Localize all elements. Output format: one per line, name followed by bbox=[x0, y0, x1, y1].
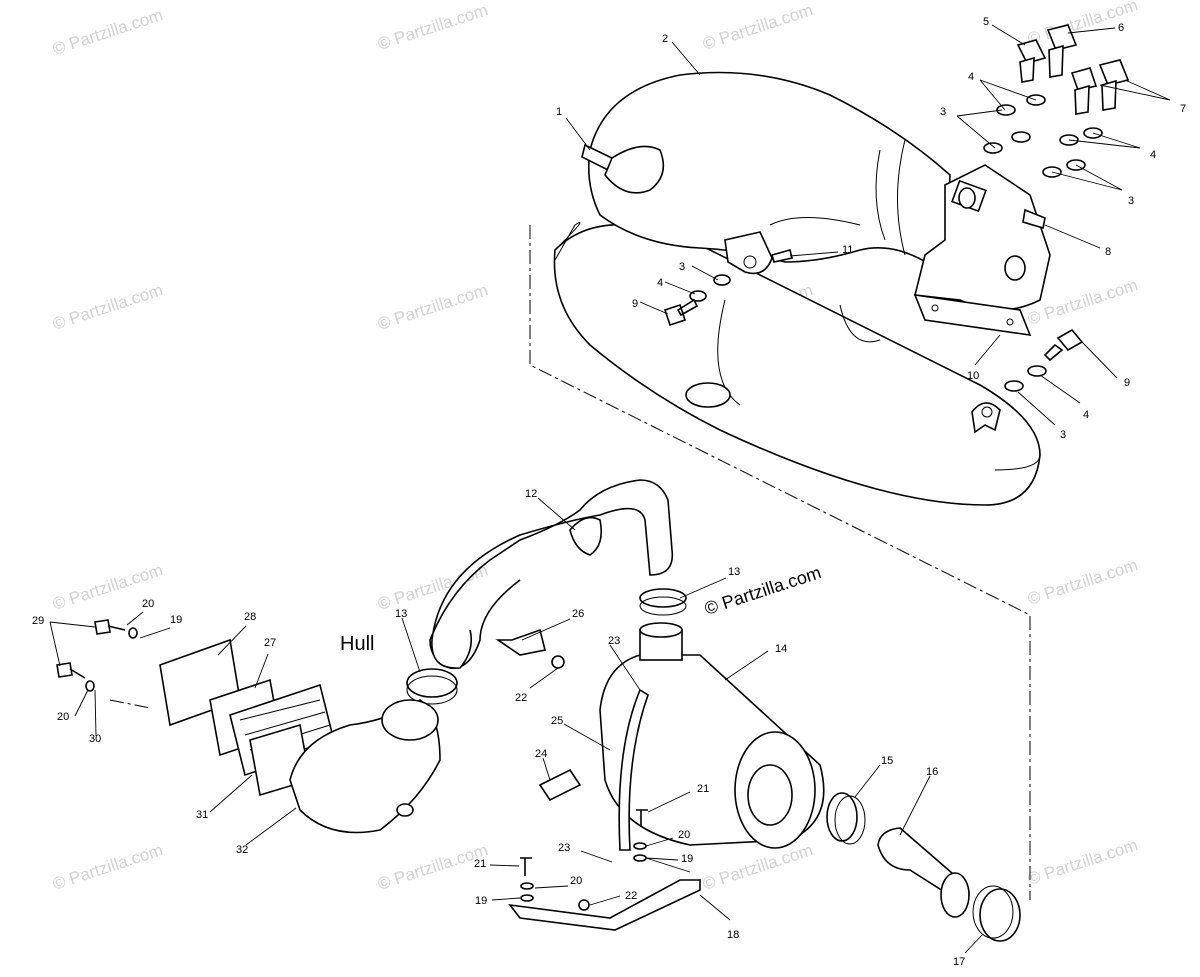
watermark: © Partzilla.com bbox=[700, 840, 815, 893]
exhaust-pipe-body bbox=[587, 71, 951, 277]
callout-1: 1 bbox=[556, 106, 562, 118]
outlet-clamp-17 bbox=[972, 885, 1021, 942]
callout-20: 20 bbox=[570, 875, 582, 887]
callout-4: 4 bbox=[968, 71, 974, 83]
pin-8 bbox=[1022, 208, 1046, 230]
fitting-11 bbox=[771, 249, 793, 263]
assembly-reference-lines bbox=[109, 225, 1031, 900]
callout-21: 21 bbox=[474, 858, 486, 870]
hose-bracket-26 bbox=[495, 628, 546, 656]
hose-clamp-13a bbox=[406, 668, 458, 705]
callout-27: 27 bbox=[264, 637, 276, 649]
callout-16: 16 bbox=[926, 766, 938, 778]
watermark: © Partzilla.com bbox=[1025, 555, 1140, 608]
bolt-9-right bbox=[1043, 328, 1084, 362]
screw-21-upper bbox=[636, 809, 648, 826]
hull-fitting-assembly bbox=[56, 619, 441, 834]
callout-29: 29 bbox=[32, 615, 44, 627]
callout-22: 22 bbox=[625, 890, 637, 902]
callout-9: 9 bbox=[1124, 377, 1130, 389]
callout-25: 25 bbox=[551, 715, 563, 727]
callout-10: 10 bbox=[967, 370, 979, 382]
hull-label: Hull bbox=[340, 633, 374, 655]
outlet-clamp-15 bbox=[826, 792, 866, 845]
watermark: © Partzilla.com bbox=[50, 840, 165, 893]
watermark: © Partzilla.com bbox=[50, 280, 165, 333]
callout-32: 32 bbox=[236, 844, 248, 856]
grommet-22 bbox=[551, 655, 565, 669]
callout-9: 9 bbox=[632, 298, 638, 310]
callout-26: 26 bbox=[572, 608, 584, 620]
callout-22: 22 bbox=[515, 692, 527, 704]
callout-14: 14 bbox=[775, 643, 787, 655]
callout-3: 3 bbox=[940, 106, 946, 118]
callout-19: 19 bbox=[681, 853, 693, 865]
callout-20: 20 bbox=[142, 598, 154, 610]
watermark: © Partzilla.com bbox=[700, 0, 815, 53]
callout-31: 31 bbox=[196, 809, 208, 821]
callout-4: 4 bbox=[657, 277, 663, 289]
callout-23: 23 bbox=[558, 842, 570, 854]
muffler-strap bbox=[618, 688, 649, 851]
bolt-5 bbox=[1016, 39, 1047, 83]
callout-19: 19 bbox=[170, 614, 182, 626]
callout-11: 11 bbox=[842, 244, 853, 256]
leader-lines bbox=[49, 24, 1171, 954]
callout-30: 30 bbox=[89, 733, 101, 745]
exhaust-pipe-assembly bbox=[553, 24, 1130, 506]
callout-15: 15 bbox=[881, 755, 893, 767]
callout-7: 7 bbox=[1180, 103, 1186, 115]
pipe-mount-bracket bbox=[724, 231, 773, 275]
watermark: © Partzilla.com bbox=[50, 5, 165, 58]
callout-20: 20 bbox=[57, 711, 69, 723]
callout-2: 2 bbox=[662, 33, 668, 45]
callout-3: 3 bbox=[1060, 429, 1066, 441]
bolt-29-upper bbox=[94, 619, 126, 635]
watermark: © Partzilla.com bbox=[375, 0, 490, 53]
callout-20: 20 bbox=[678, 829, 690, 841]
pipe-mount-tab bbox=[971, 402, 1001, 434]
bolt-7 bbox=[1070, 59, 1130, 115]
callout-6: 6 bbox=[1118, 22, 1124, 34]
callout-28: 28 bbox=[244, 611, 256, 623]
grommet-22b bbox=[578, 899, 590, 911]
callout-8: 8 bbox=[1105, 246, 1111, 258]
washers bbox=[689, 94, 1103, 392]
callout-3: 3 bbox=[1128, 195, 1134, 207]
callout-5: 5 bbox=[983, 16, 989, 28]
callout-24: 24 bbox=[535, 748, 547, 760]
rubber-pad-24 bbox=[538, 768, 582, 802]
copyright-label: © Partzilla.com bbox=[702, 562, 824, 619]
callout-12: 12 bbox=[525, 488, 537, 500]
callout-23: 23 bbox=[608, 635, 620, 647]
watermark: © Partzilla.com bbox=[375, 840, 490, 893]
callout-4: 4 bbox=[1083, 409, 1089, 421]
muffler-assembly bbox=[406, 479, 1021, 942]
callout-19: 19 bbox=[475, 895, 487, 907]
bolt-6 bbox=[1046, 24, 1078, 78]
callout-18: 18 bbox=[727, 929, 739, 941]
hose-clamp-13b bbox=[639, 588, 687, 616]
callout-13: 13 bbox=[728, 566, 740, 578]
callout-13: 13 bbox=[395, 608, 407, 620]
watermark: © Partzilla.com bbox=[1025, 835, 1140, 888]
callout-4: 4 bbox=[1150, 149, 1156, 161]
callout-3: 3 bbox=[679, 261, 685, 273]
watermark: © Partzilla.com bbox=[375, 280, 490, 333]
bolt-29-lower bbox=[56, 662, 86, 679]
manifold-gasket bbox=[913, 294, 1032, 336]
callout-21: 21 bbox=[697, 783, 709, 795]
screw-21-lower bbox=[520, 857, 532, 876]
muffler-bracket-18 bbox=[508, 879, 701, 931]
callout-17: 17 bbox=[953, 956, 965, 968]
bolt-9-left bbox=[663, 298, 699, 327]
